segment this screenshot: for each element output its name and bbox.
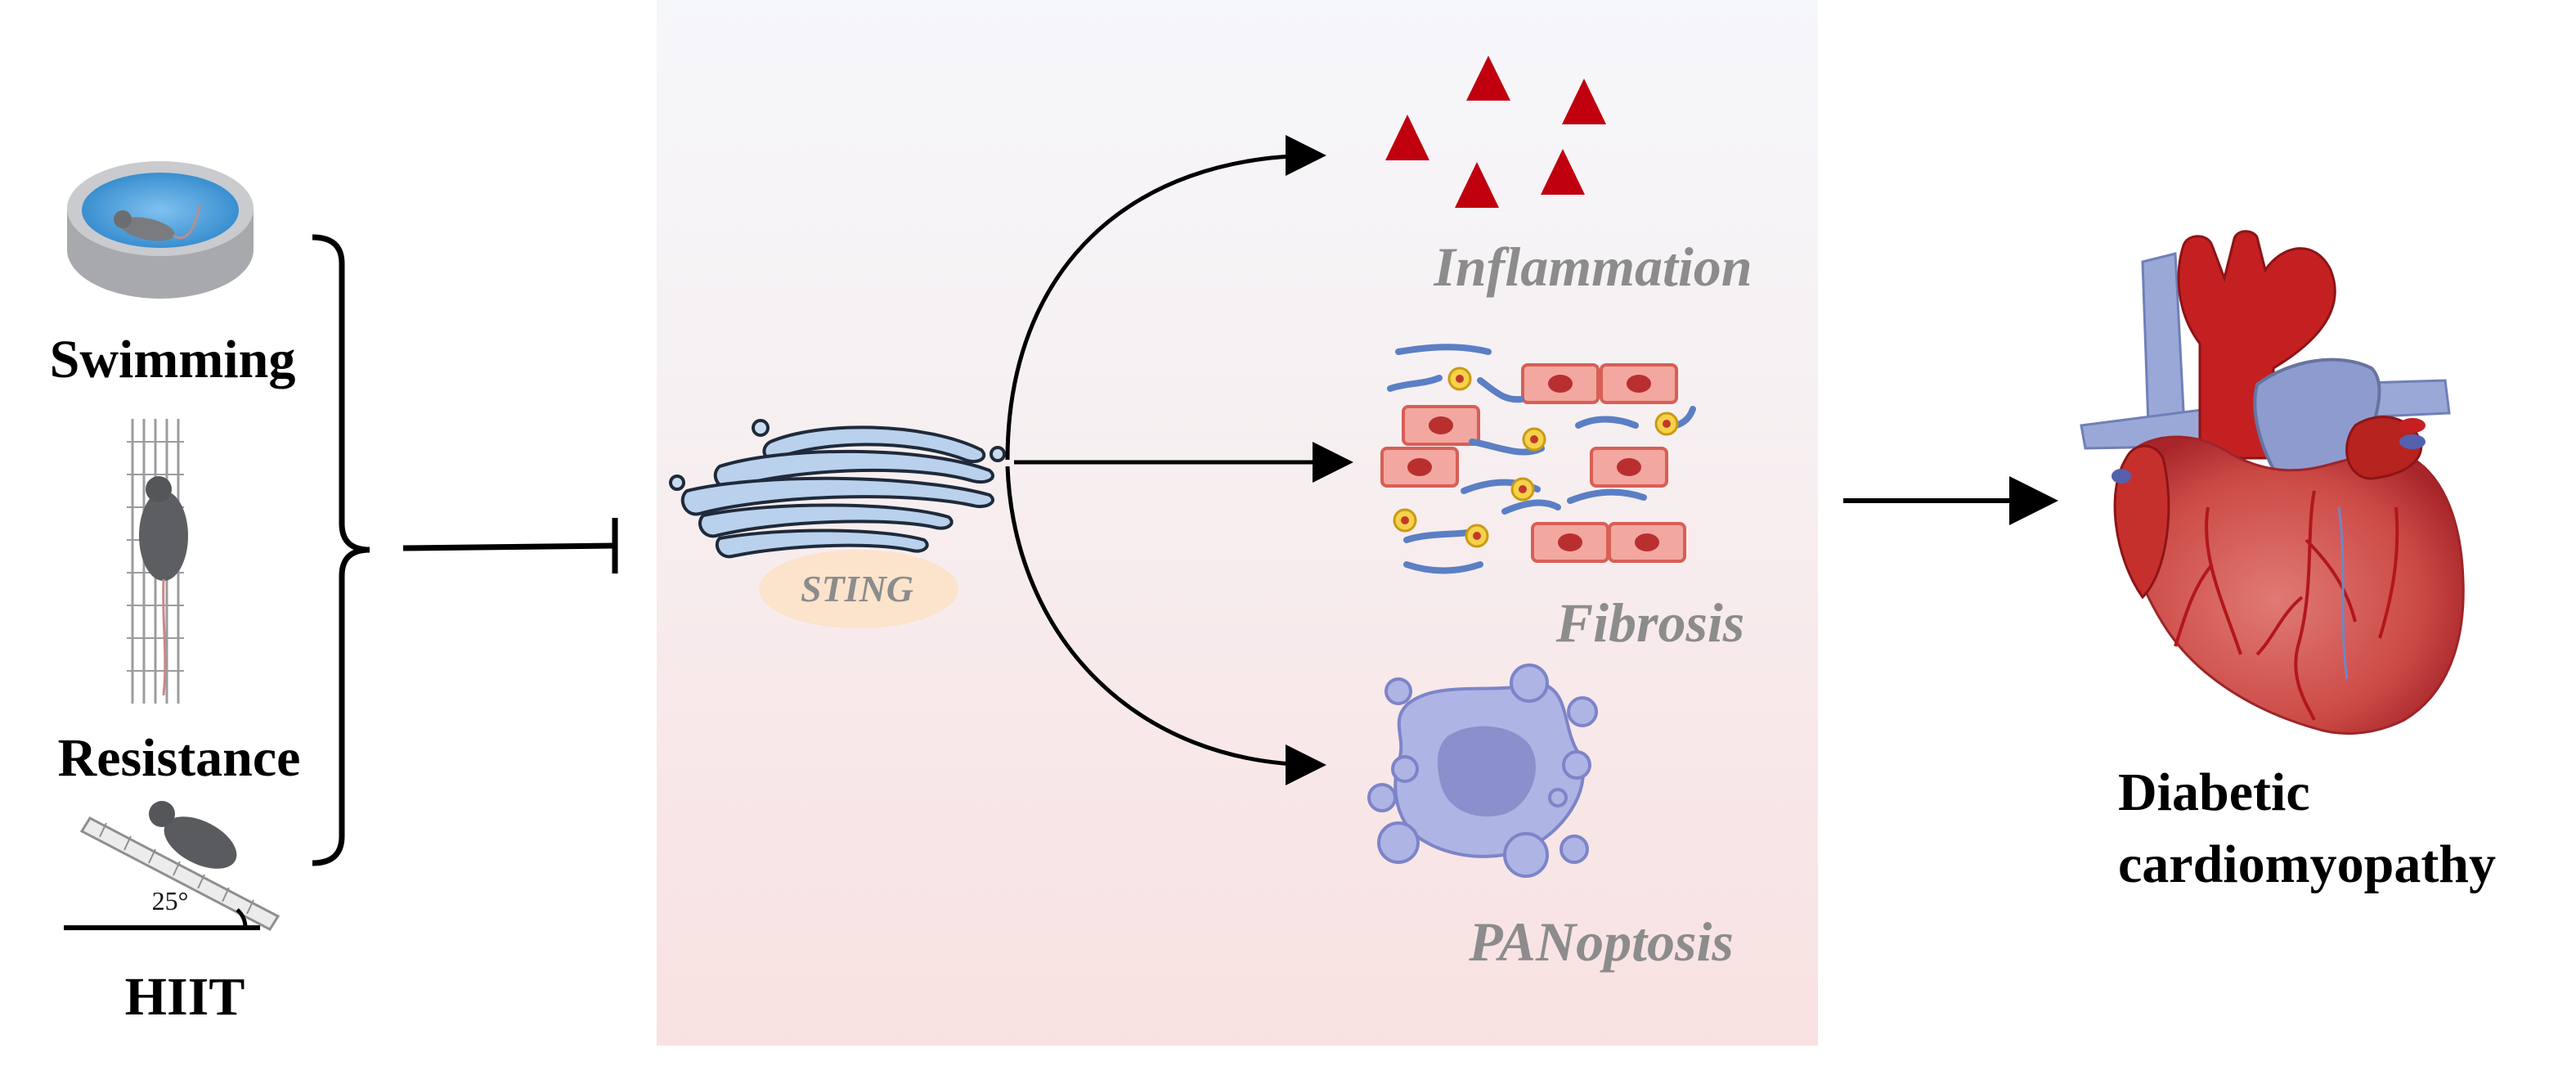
arrow-to-panoptosis [1005, 466, 1326, 785]
panoptosis-label: PANoptosis [1468, 911, 1734, 973]
resistance-label: Resistance [58, 728, 301, 788]
swimming-label: Swimming [50, 330, 296, 389]
sting-to-outcomes-arrows [1005, 135, 1353, 785]
grouping-brace [312, 234, 370, 866]
heart-icon [2080, 230, 2465, 735]
fibrosis-label: Fibrosis [1555, 591, 1745, 654]
swimming-pool-icon [67, 161, 254, 299]
inhibition-arrow [402, 518, 618, 573]
incline-angle-label: 25° [152, 886, 189, 915]
disease-label-line2: cardiomyopathy [2118, 834, 2496, 894]
inflammation-label: Inflammation [1433, 236, 1752, 298]
sting-organelle-icon [669, 419, 1006, 559]
hiit-label: HIIT [125, 967, 245, 1027]
cytokine-triangles-icon [1385, 56, 1606, 208]
arrow-to-inflammation [1005, 135, 1326, 461]
sting-label: STING [801, 568, 913, 609]
treadmill-incline-icon [64, 801, 280, 931]
sting-label-highlight [759, 550, 958, 628]
climbing-ladder-icon [127, 419, 188, 704]
dying-cell-icon [1367, 663, 1598, 878]
fibrosis-tissue-icon [1380, 344, 1696, 574]
disease-label-line1: Diabetic [2118, 762, 2310, 822]
